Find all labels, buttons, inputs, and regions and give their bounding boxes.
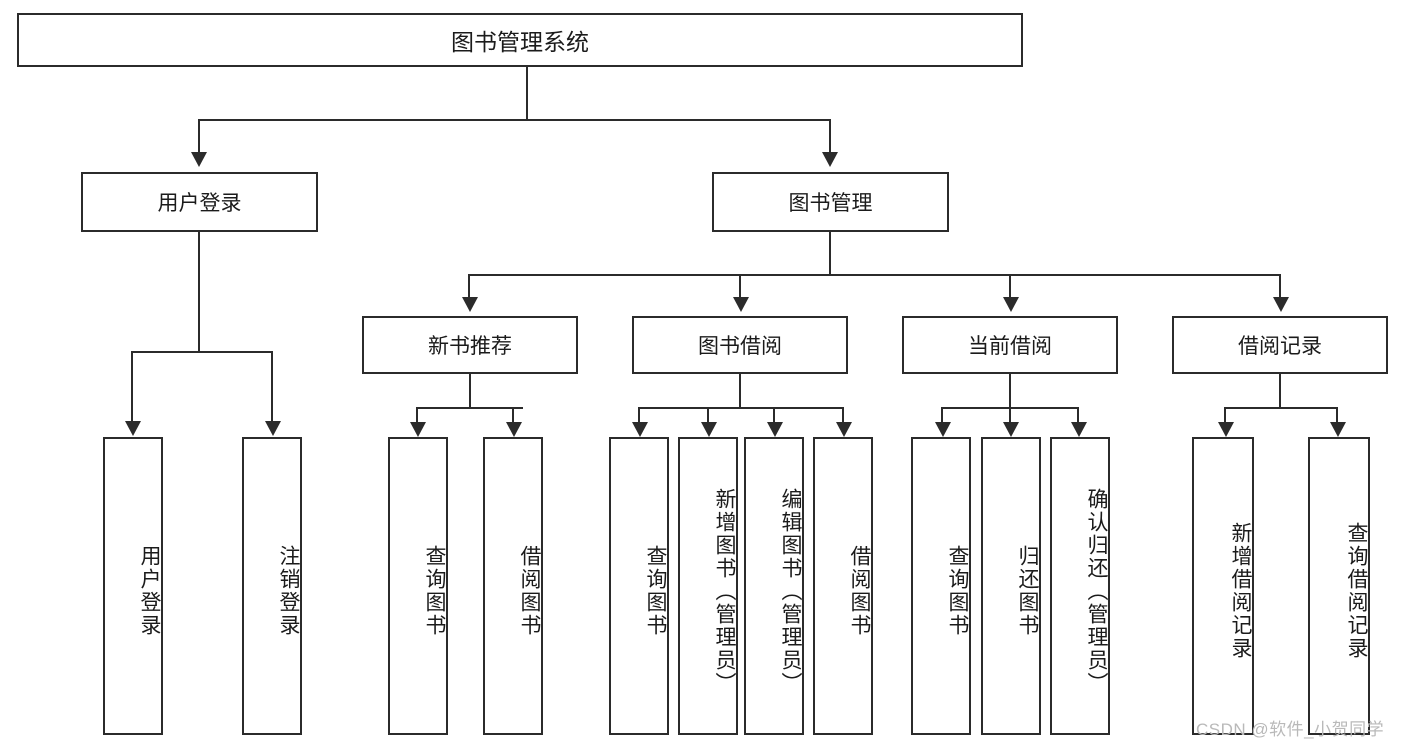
connector-root-stem <box>526 67 528 119</box>
arrowhead-borrow-record-leaf-1 <box>1330 422 1346 437</box>
connector-book-borrow-to-leaf-2 <box>773 407 775 423</box>
node-user-login[interactable]: 用户登录 <box>81 172 318 232</box>
arrowhead-book-borrow-leaf-0 <box>632 422 648 437</box>
node-label: 图书借阅 <box>698 335 782 358</box>
connector-root-to-book-mgmt <box>829 119 831 153</box>
node-label: 借阅图书 <box>518 545 541 637</box>
node-borrow-record[interactable]: 借阅记录 <box>1172 316 1388 374</box>
node-label: 归还图书 <box>1016 545 1039 637</box>
connector-current-borrow-to-leaf-0 <box>941 407 943 423</box>
connector-current-borrow-stem <box>1009 374 1011 407</box>
connector-new-book-to-leaf-0 <box>416 407 418 423</box>
connector-book-borrow-to-leaf-3 <box>842 407 844 423</box>
connector-book-mgmt-to-book-borrow <box>739 274 741 298</box>
leaf-borrow-record-1[interactable]: 查询借阅记录 <box>1308 437 1370 735</box>
connector-borrow-record-stem <box>1279 374 1281 407</box>
node-label: 确认归还（管理员） <box>1085 487 1108 695</box>
node-label: 查询图书 <box>644 545 667 637</box>
arrowhead-book-mgmt <box>822 152 838 167</box>
node-label: 图书管理系统 <box>451 29 589 55</box>
leaf-book-borrow-2[interactable]: 编辑图书（管理员） <box>744 437 804 735</box>
node-new-book-recommend[interactable]: 新书推荐 <box>362 316 578 374</box>
arrowhead-user-login <box>191 152 207 167</box>
connector-user-login-to-leaf-0 <box>131 351 133 423</box>
leaf-book-borrow-3[interactable]: 借阅图书 <box>813 437 873 735</box>
node-label: 查询图书 <box>946 545 969 637</box>
connector-root-to-user-login <box>198 119 200 153</box>
connector-book-borrow-to-leaf-0 <box>638 407 640 423</box>
connector-borrow-record-bus <box>1224 407 1337 409</box>
arrowhead-user-login-leaf-0 <box>125 421 141 436</box>
node-label: 当前借阅 <box>968 335 1052 358</box>
leaf-borrow-record-0[interactable]: 新增借阅记录 <box>1192 437 1254 735</box>
arrowhead-new-book-leaf-1 <box>506 422 522 437</box>
arrowhead-book-borrow-leaf-3 <box>836 422 852 437</box>
connector-book-borrow-to-leaf-1 <box>707 407 709 423</box>
arrowhead-current-borrow-leaf-2 <box>1071 422 1087 437</box>
connector-book-mgmt-to-new-book <box>468 274 470 298</box>
connector-book-mgmt-stem <box>829 232 831 274</box>
node-label: 借阅图书 <box>848 545 871 637</box>
connector-book-mgmt-bus <box>468 274 1280 276</box>
node-label: 新增图书（管理员） <box>713 487 736 695</box>
node-root-system[interactable]: 图书管理系统 <box>17 13 1023 67</box>
arrowhead-current-borrow-leaf-1 <box>1003 422 1019 437</box>
node-label: 图书管理 <box>788 192 873 215</box>
arrowhead-book-borrow-leaf-1 <box>701 422 717 437</box>
connector-user-login-stem <box>198 232 200 351</box>
arrowhead-borrow-record-leaf-0 <box>1218 422 1234 437</box>
connector-user-login-bus <box>131 351 272 353</box>
leaf-current-borrow-1[interactable]: 归还图书 <box>981 437 1041 735</box>
connector-current-borrow-to-leaf-2 <box>1077 407 1079 423</box>
connector-current-borrow-to-leaf-1 <box>1009 407 1011 423</box>
connector-root-bus <box>198 119 829 121</box>
leaf-book-borrow-1[interactable]: 新增图书（管理员） <box>678 437 738 735</box>
connector-book-borrow-bus <box>638 407 843 409</box>
node-label: 查询图书 <box>423 545 446 637</box>
node-label: 用户登录 <box>157 192 242 215</box>
leaf-new-book-1[interactable]: 借阅图书 <box>483 437 543 735</box>
connector-new-book-stem <box>469 374 471 407</box>
connector-book-mgmt-to-borrow-record <box>1279 274 1281 298</box>
connector-new-book-bus <box>416 407 523 409</box>
node-label: 编辑图书（管理员） <box>779 487 802 695</box>
leaf-current-borrow-0[interactable]: 查询图书 <box>911 437 971 735</box>
connector-book-borrow-stem <box>739 374 741 407</box>
arrowhead-new-book <box>462 297 478 312</box>
arrowhead-book-borrow <box>733 297 749 312</box>
node-label: 用户登录 <box>138 545 161 637</box>
connector-borrow-record-to-leaf-0 <box>1224 407 1226 423</box>
node-label: 新书推荐 <box>428 335 512 358</box>
arrowhead-current-borrow <box>1003 297 1019 312</box>
leaf-user-login-1[interactable]: 注销登录 <box>242 437 302 735</box>
connector-user-login-to-leaf-1 <box>271 351 273 423</box>
connector-book-mgmt-to-current-borrow <box>1009 274 1011 298</box>
leaf-new-book-0[interactable]: 查询图书 <box>388 437 448 735</box>
connector-borrow-record-to-leaf-1 <box>1336 407 1338 423</box>
node-book-management[interactable]: 图书管理 <box>712 172 949 232</box>
node-label: 查询借阅记录 <box>1345 522 1368 660</box>
arrowhead-book-borrow-leaf-2 <box>767 422 783 437</box>
leaf-book-borrow-0[interactable]: 查询图书 <box>609 437 669 735</box>
arrowhead-borrow-record <box>1273 297 1289 312</box>
node-label: 借阅记录 <box>1238 335 1322 358</box>
leaf-user-login-0[interactable]: 用户登录 <box>103 437 163 735</box>
leaf-current-borrow-2[interactable]: 确认归还（管理员） <box>1050 437 1110 735</box>
node-book-borrow[interactable]: 图书借阅 <box>632 316 848 374</box>
arrowhead-user-login-leaf-1 <box>265 421 281 436</box>
node-current-borrow[interactable]: 当前借阅 <box>902 316 1118 374</box>
node-label: 新增借阅记录 <box>1229 522 1252 660</box>
arrowhead-new-book-leaf-0 <box>410 422 426 437</box>
node-label: 注销登录 <box>277 545 300 637</box>
connector-new-book-to-leaf-1 <box>512 407 514 423</box>
arrowhead-current-borrow-leaf-0 <box>935 422 951 437</box>
